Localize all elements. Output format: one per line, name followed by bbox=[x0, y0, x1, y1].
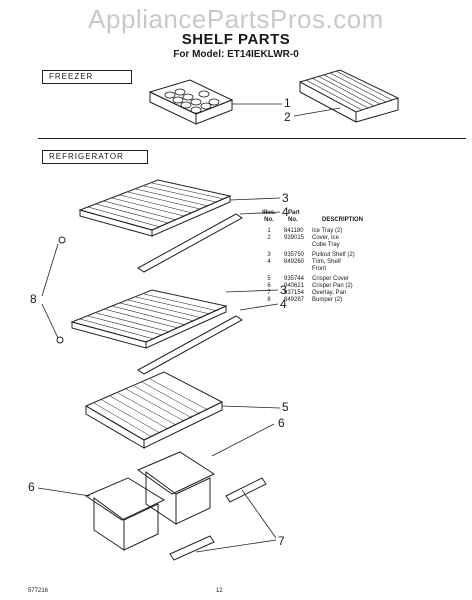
freezer-section-label: FREEZER bbox=[42, 70, 132, 84]
bumper-lower-drawing bbox=[56, 336, 64, 344]
pullout-shelf-lower-drawing bbox=[70, 289, 228, 349]
refrigerator-section-label: REFRIGERATOR bbox=[42, 150, 148, 164]
callout-4-upper: 4 bbox=[282, 205, 289, 219]
ice-cube-cover-drawing bbox=[298, 69, 400, 123]
table-row: Cube Tray bbox=[312, 242, 340, 248]
callout-5: 5 bbox=[282, 400, 289, 414]
ice-tray-drawing bbox=[148, 79, 234, 125]
header-part-top: Part bbox=[288, 210, 300, 216]
shelf-trim-upper-drawing bbox=[137, 213, 243, 273]
callout-4-lower: 4 bbox=[280, 297, 287, 311]
callout-1: 1 bbox=[284, 96, 291, 110]
bumper-upper-drawing bbox=[58, 236, 66, 244]
model-label: For Model: ET14IEKLWR-0 bbox=[173, 49, 299, 60]
page-title: SHELF PARTS bbox=[181, 31, 291, 48]
callout-3-lower: 3 bbox=[280, 283, 287, 297]
crisper-pan-left-drawing bbox=[84, 477, 166, 551]
crisper-cover-drawing bbox=[84, 371, 224, 449]
header-illus-bottom: No. bbox=[264, 217, 274, 223]
callout-7: 7 bbox=[278, 534, 285, 548]
header-illus-top: Illus. bbox=[262, 210, 276, 216]
watermark: AppliancePartsPros.com bbox=[88, 4, 384, 34]
table-row: Front bbox=[312, 266, 327, 272]
crisper-pan-right-drawing bbox=[136, 451, 216, 525]
section-divider bbox=[38, 138, 466, 139]
pan-overlay-left-drawing bbox=[169, 535, 215, 561]
callout-6-left: 6 bbox=[28, 480, 35, 494]
callout-8: 8 bbox=[30, 292, 37, 306]
header-description: DESCRIPTION bbox=[322, 217, 364, 223]
footer-page-number: 12 bbox=[216, 588, 223, 594]
shelf-trim-lower-drawing bbox=[137, 315, 243, 375]
footer-doc-number: 577216 bbox=[28, 588, 49, 594]
callout-3-upper: 3 bbox=[282, 191, 289, 205]
header-part-bottom: No. bbox=[288, 217, 298, 223]
callout-6-right: 6 bbox=[278, 416, 285, 430]
pullout-shelf-upper-drawing bbox=[78, 179, 232, 237]
callout-2: 2 bbox=[284, 110, 291, 124]
pan-overlay-right-drawing bbox=[225, 477, 267, 503]
